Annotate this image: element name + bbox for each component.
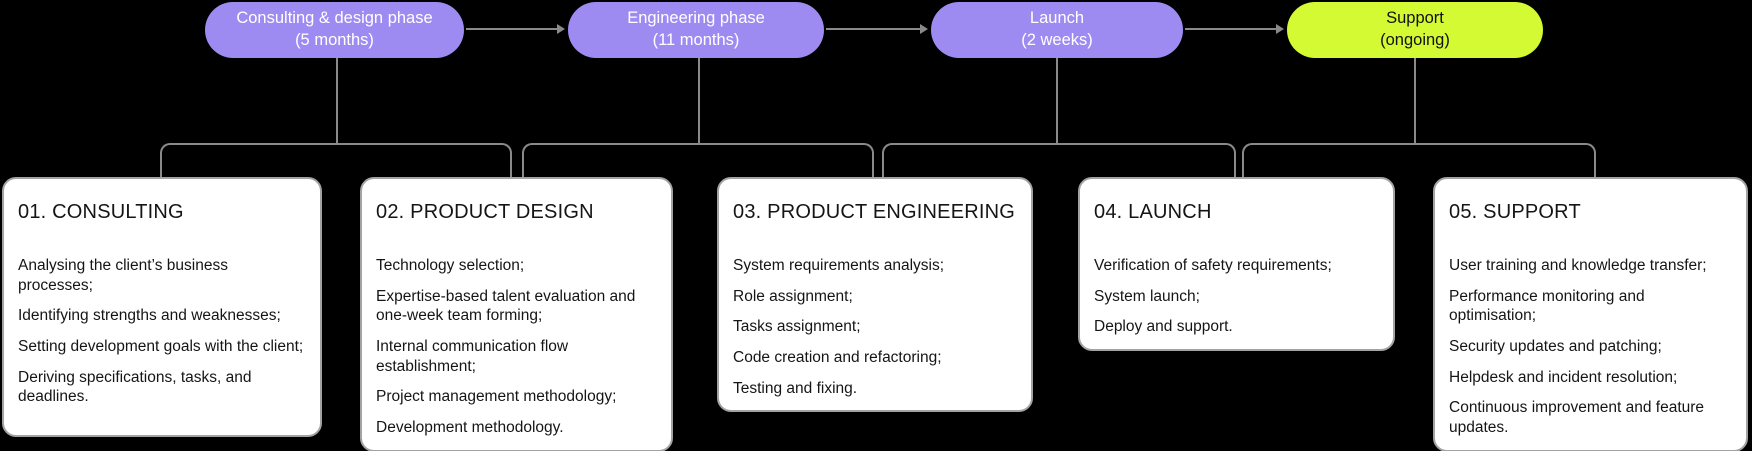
card-title: 01. CONSULTING	[18, 201, 184, 223]
card-item: Technology selection;	[376, 257, 525, 274]
card-item: Security updates and patching;	[1449, 338, 1662, 356]
connector-bracket	[882, 143, 1236, 179]
card-item: Performance monitoring and optimisation;	[1449, 287, 1645, 325]
card-title: 03. PRODUCT ENGINEERING	[733, 201, 1016, 223]
connector-stem	[336, 58, 338, 144]
phase-pill-engineering: Engineering phase (11 months)	[568, 2, 824, 58]
phase-duration: (2 weeks)	[1021, 31, 1093, 49]
arrow-right-icon	[466, 24, 565, 34]
card-item: Identifying strengths and weaknesses;	[18, 307, 281, 325]
card-launch: 04. LAUNCH Verification of safety requir…	[1078, 177, 1395, 352]
phase-duration: (5 months)	[295, 31, 374, 49]
card-consulting: 01. CONSULTING Analysing the client’s bu…	[2, 177, 322, 437]
card-title: 05. SUPPORT	[1449, 201, 1581, 223]
card-item: Internal communication flow establishmen…	[376, 338, 569, 375]
card-title: 04. LAUNCH	[1094, 201, 1212, 223]
connector-bracket	[1242, 143, 1596, 179]
card-product-engineering: 03. PRODUCT ENGINEERING System requireme…	[717, 177, 1033, 413]
card-item: System launch;	[1094, 287, 1200, 305]
arrow-right-icon	[1185, 24, 1284, 34]
card-item: Testing and fixing.	[733, 379, 858, 397]
card-item: Tasks assignment;	[733, 318, 861, 336]
card-item: Role assignment;	[733, 287, 853, 305]
connector-stem	[1414, 58, 1416, 144]
card-item: Deploy and support.	[1094, 318, 1233, 336]
connector-bracket	[160, 143, 512, 179]
phase-duration: (ongoing)	[1380, 31, 1450, 49]
phase-label: Support	[1386, 9, 1444, 28]
card-item: Setting development goals with the clien…	[18, 338, 304, 356]
card-support: 05. SUPPORT User training and knowledge …	[1433, 177, 1748, 451]
connector-stem	[698, 58, 700, 144]
phase-label: Consulting & design phase	[236, 9, 433, 28]
card-item: Development methodology.	[376, 419, 564, 437]
phase-pill-support: Support (ongoing)	[1287, 2, 1543, 58]
card-item: Deriving specifications, tasks, and dead…	[18, 368, 252, 406]
phase-pill-launch: Launch (2 weeks)	[931, 2, 1183, 58]
phase-label: Engineering phase	[627, 9, 765, 28]
phase-duration: (11 months)	[652, 31, 740, 49]
connector-stem	[1056, 58, 1058, 144]
card-item: Expertise-based talent evaluation and on…	[376, 287, 636, 325]
phase-pill-consulting-design: Consulting & design phase (5 months)	[205, 2, 464, 58]
phase-label: Launch	[1029, 9, 1085, 28]
card-item: Code creation and refactoring;	[733, 349, 942, 367]
card-title: 02. PRODUCT DESIGN	[376, 201, 594, 223]
card-item: Verification of safety requirements;	[1094, 257, 1332, 274]
card-item: Helpdesk and incident resolution;	[1449, 368, 1678, 386]
connector-bracket	[522, 143, 874, 179]
card-item: Continuous improvement and feature updat…	[1449, 399, 1705, 437]
card-item: System requirements analysis;	[733, 257, 945, 274]
card-item: User training and knowledge transfer;	[1449, 257, 1707, 274]
arrow-right-icon	[826, 24, 928, 34]
card-item: Analysing the client’s business processe…	[18, 257, 228, 294]
card-item: Project management methodology;	[376, 388, 617, 406]
card-product-design: 02. PRODUCT DESIGN Technology selection;…	[360, 177, 673, 451]
